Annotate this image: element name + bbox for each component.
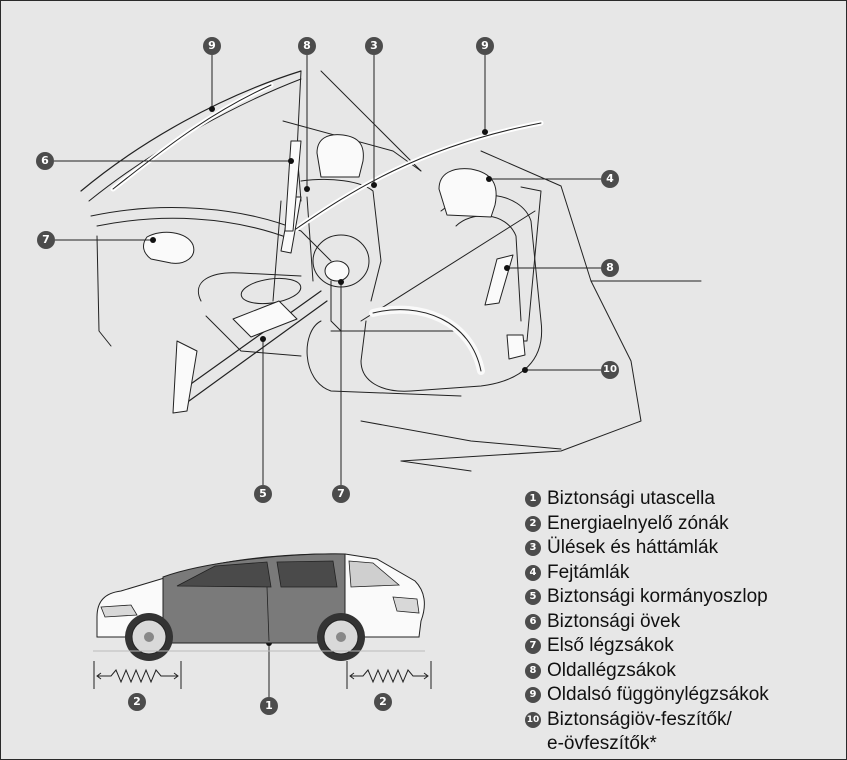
legend-number: 6 — [525, 614, 541, 630]
legend-item: 3 Ülések és háttámlák — [525, 536, 769, 561]
legend-number: 9 — [525, 687, 541, 703]
legend-text: Fejtámlák — [547, 561, 629, 585]
callout-9-right: 9 — [476, 37, 494, 55]
legend-text: Biztonsági utascella — [547, 487, 715, 511]
legend-text: Energiaelnyelő zónák — [547, 512, 729, 536]
callout-6: 6 — [36, 152, 54, 170]
legend-number: 10 — [525, 712, 541, 728]
legend-item: 6 Biztonsági övek — [525, 610, 769, 635]
legend-number: 1 — [525, 491, 541, 507]
callout-7-bottom: 7 — [332, 485, 350, 503]
car-exterior-illustration — [93, 554, 425, 661]
callout-7-left: 7 — [37, 231, 55, 249]
callout-8-right: 8 — [601, 259, 619, 277]
callout-2-left: 2 — [128, 693, 146, 711]
legend-item: 9 Oldalsó függönylégzsákok — [525, 683, 769, 708]
callout-8-top: 8 — [298, 37, 316, 55]
legend-text-line2: e-övfeszítők* — [547, 732, 732, 756]
legend-text: Biztonságiöv-feszítők/e-övfeszítők* — [547, 708, 732, 756]
legend-text: Ülések és háttámlák — [547, 536, 718, 560]
callout-1: 1 — [260, 697, 278, 715]
legend-item: 1 Biztonsági utascella — [525, 487, 769, 512]
legend-item: 8 Oldallégzsákok — [525, 659, 769, 684]
legend-number: 5 — [525, 589, 541, 605]
legend-list: 1 Biztonsági utascella 2 Energiaelnyelő zó… — [525, 487, 769, 732]
legend-item: 2 Energiaelnyelő zónák — [525, 512, 769, 537]
legend-number: 8 — [525, 663, 541, 679]
legend-text: Biztonsági övek — [547, 610, 680, 634]
legend-number: 7 — [525, 638, 541, 654]
legend-number: 4 — [525, 565, 541, 581]
legend-item: 5 Biztonsági kormányoszlop — [525, 585, 769, 610]
callout-9-left: 9 — [203, 37, 221, 55]
legend-text: Oldallégzsákok — [547, 659, 676, 683]
callout-3-top: 3 — [365, 37, 383, 55]
legend-item: 4 Fejtámlák — [525, 561, 769, 586]
legend-number: 3 — [525, 540, 541, 556]
callout-4: 4 — [601, 170, 619, 188]
crumple-zone-markers — [94, 661, 431, 689]
callout-5: 5 — [254, 485, 272, 503]
callout-2-right: 2 — [374, 693, 392, 711]
legend-text: Biztonsági kormányoszlop — [547, 585, 768, 609]
legend-text-line1: Biztonságiöv-feszítők/ — [547, 708, 732, 732]
legend-number: 2 — [525, 516, 541, 532]
legend-item: 7 Első légzsákok — [525, 634, 769, 659]
legend-text: Oldalsó függönylégzsákok — [547, 683, 769, 707]
legend-text: Első légzsákok — [547, 634, 674, 658]
callout-10: 10 — [601, 361, 619, 379]
